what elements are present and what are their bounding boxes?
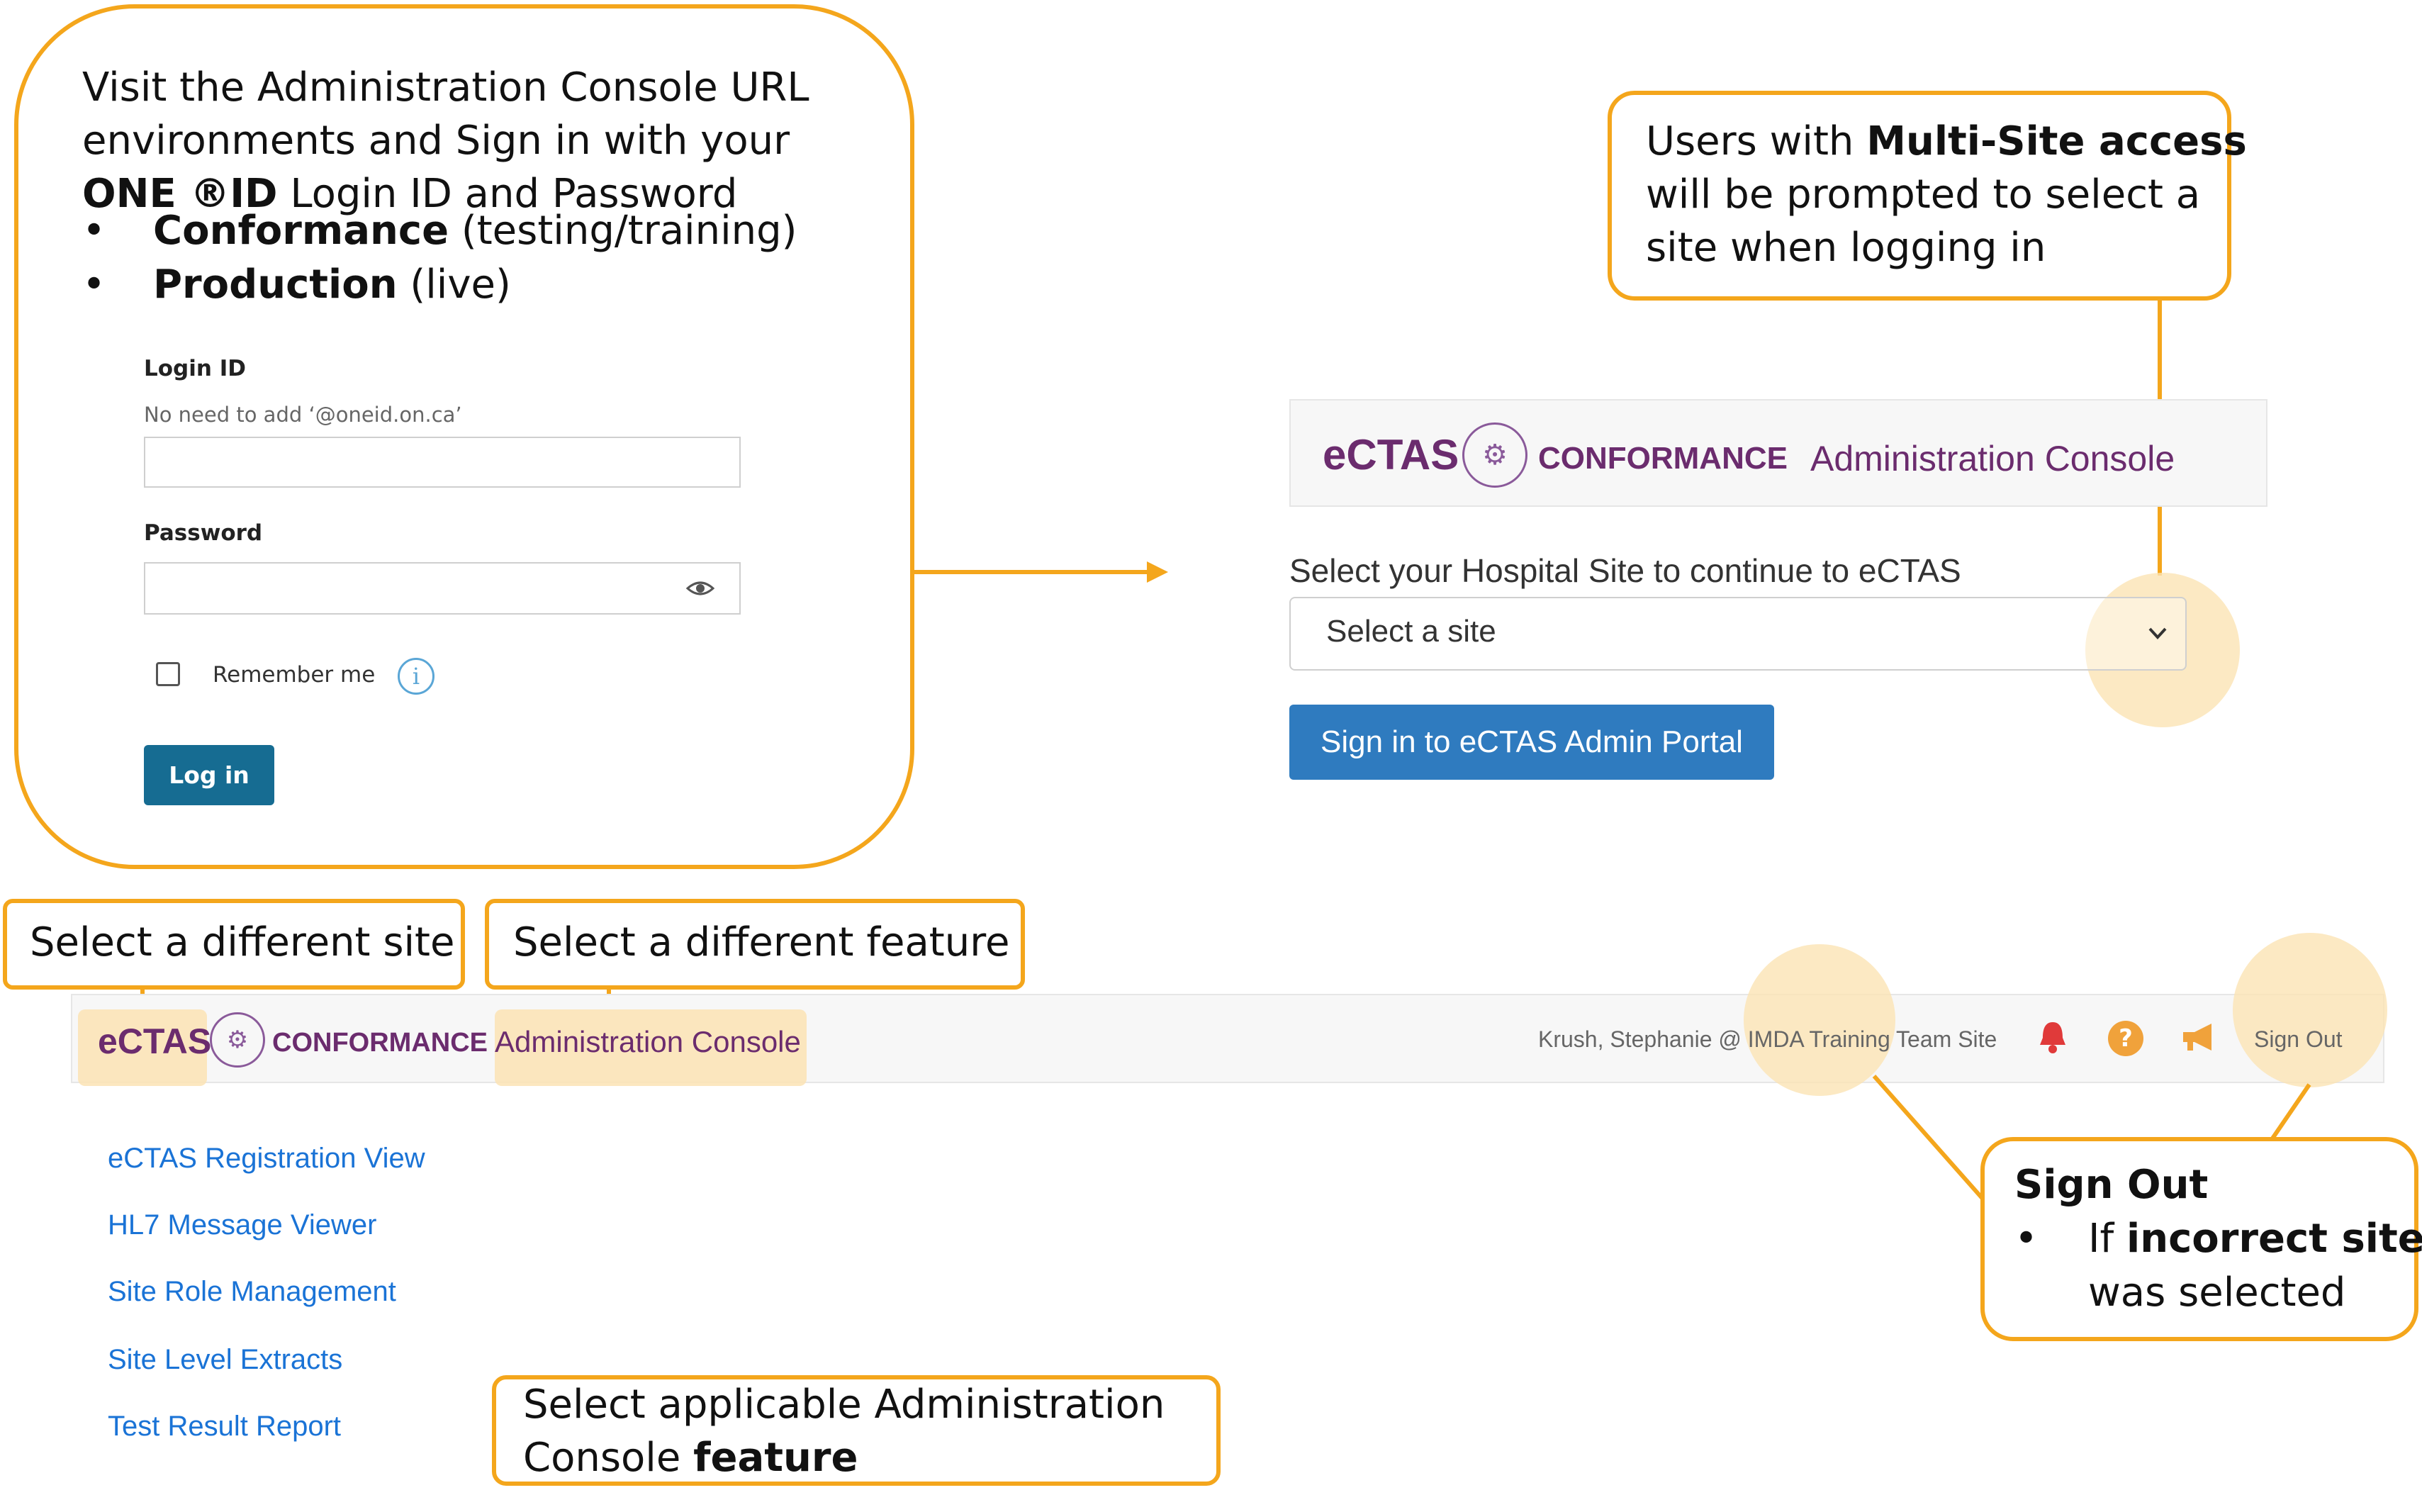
brand-highlight (78, 1009, 207, 1086)
sign-in-admin-portal-button[interactable]: Sign in to eCTAS Admin Portal (1289, 705, 1774, 780)
site-select-prompt: Select your Hospital Site to continue to… (1289, 552, 1961, 589)
show-password-eye-icon[interactable] (686, 578, 714, 598)
remember-me-checkbox[interactable] (156, 662, 180, 686)
signout-callout-line1: If incorrect site (2088, 1212, 2422, 1265)
environment-bullet-production: • Production (live) (82, 258, 511, 311)
arrow-head-icon (1147, 561, 1168, 583)
multisite-line3: site when logging in (1646, 225, 2046, 271)
header-env: CONFORMANCE (272, 1028, 488, 1058)
signout-callout (1980, 1137, 2418, 1341)
multisite-bold: Multi-Site access (1866, 118, 2247, 164)
login-instructions-line2: environments and Sign in with your (82, 118, 790, 164)
user-site-highlight (1744, 944, 1895, 1096)
production-text: Production (153, 262, 398, 308)
different-site-callout (3, 899, 465, 990)
site-panel-env: CONFORMANCE (1538, 441, 1788, 476)
sign-out-link[interactable]: Sign Out (2254, 1026, 2343, 1052)
app-header-bar (71, 994, 2384, 1083)
multisite-callout (1608, 91, 2231, 301)
title-highlight (495, 1009, 807, 1086)
site-panel-title: Administration Console (1810, 439, 2175, 478)
log-in-button[interactable]: Log in (144, 745, 274, 805)
login-id-input[interactable] (144, 437, 741, 488)
password-label: Password (144, 520, 263, 546)
header-title[interactable]: Administration Console (495, 1025, 801, 1058)
login-instructions-line1: Visit the Administration Console URL (82, 65, 809, 111)
applicable-line2-bold: feature (693, 1435, 858, 1482)
login-id-password-text: Login ID and Password (277, 171, 738, 218)
megaphone-icon[interactable] (2180, 1021, 2217, 1053)
applicable-feature-text: Select applicable Administration Console… (523, 1378, 1165, 1484)
different-site-label: Select a different site (30, 919, 455, 965)
login-id-hint: No need to add ‘@oneid.on.ca’ (144, 403, 462, 427)
header-brand[interactable]: eCTAS (98, 1021, 212, 1061)
multisite-text: Users with Multi-Site access will be pro… (1646, 115, 2247, 274)
password-input[interactable] (144, 562, 741, 615)
bullet-glyph: • (82, 208, 106, 254)
login-instructions: Visit the Administration Console URL env… (82, 61, 809, 220)
signout-callout-title: Sign Out (2014, 1162, 2209, 1208)
sign-out-highlight (2233, 933, 2387, 1087)
bell-icon[interactable] (2037, 1019, 2068, 1055)
feature-link-test-result-report[interactable]: Test Result Report (108, 1411, 342, 1442)
feature-link-site-level-extracts[interactable]: Site Level Extracts (108, 1344, 343, 1375)
one-id-text: ONE ®ID (82, 171, 278, 218)
site-select-value: Select a site (1326, 614, 1496, 649)
login-instructions-line3: ONE ®ID Login ID and Password (82, 167, 809, 220)
feature-link-site-role-management[interactable]: Site Role Management (108, 1276, 396, 1307)
dropdown-highlight (2085, 573, 2240, 727)
header-gear-logo-icon: ⚙ (210, 1012, 265, 1068)
multisite-line2: will be prompted to select a (1646, 172, 2201, 218)
user-site-text[interactable]: Krush, Stephanie @ IMDA Training Team Si… (1538, 1026, 1997, 1052)
applicable-line1: Select applicable Administration (523, 1382, 1165, 1428)
arrow-connector-line (914, 570, 1155, 574)
chevron-down-icon (2148, 627, 2167, 639)
help-icon[interactable]: ? (2108, 1021, 2143, 1056)
info-icon[interactable]: i (398, 658, 434, 695)
signout-prefix: If (2088, 1216, 2127, 1262)
multisite-prefix: Users with (1646, 118, 1867, 164)
ectas-gear-logo-icon: ⚙ (1462, 422, 1527, 488)
production-desc: (live) (397, 262, 511, 308)
site-panel-header (1289, 399, 2267, 507)
conformance-text: Conformance (153, 208, 449, 254)
signout-callout-bullet: • (2014, 1216, 2039, 1262)
site-panel-brand: eCTAS (1323, 431, 1459, 478)
signout-bold: incorrect site (2126, 1216, 2422, 1262)
conformance-desc: (testing/training) (449, 208, 797, 254)
feature-link-registration-view[interactable]: eCTAS Registration View (108, 1143, 425, 1174)
different-feature-callout (485, 899, 1025, 990)
bullet-glyph: • (82, 262, 106, 308)
remember-me-label: Remember me (213, 662, 376, 688)
signout-callout-line2: was selected (2088, 1270, 2346, 1316)
applicable-feature-callout (492, 1375, 1221, 1486)
feature-link-hl7-viewer[interactable]: HL7 Message Viewer (108, 1209, 377, 1241)
applicable-line2-prefix: Console (523, 1435, 694, 1482)
environment-bullet-conformance: • Conformance (testing/training) (82, 204, 797, 257)
login-id-label: Login ID (144, 356, 246, 381)
different-feature-label: Select a different feature (513, 919, 1010, 965)
site-select-dropdown[interactable]: Select a site (1289, 597, 2187, 671)
